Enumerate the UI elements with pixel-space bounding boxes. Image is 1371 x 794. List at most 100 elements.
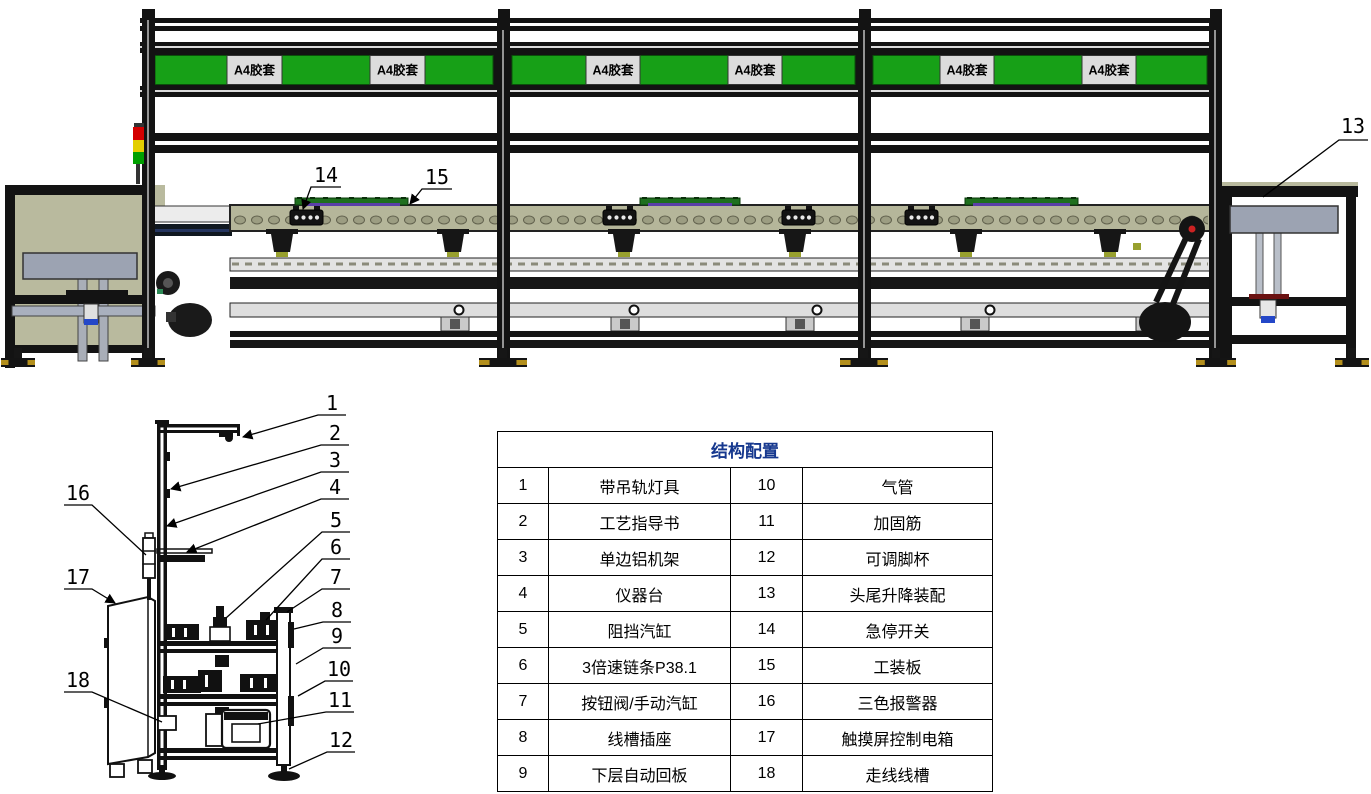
table-cell-description: 加固筋 [802, 503, 993, 540]
rail-mount-pad [795, 319, 805, 329]
instrument-table-bar [157, 555, 205, 562]
lamp-arm [160, 424, 240, 428]
infeed-rail [151, 205, 233, 223]
callout-leader-13 [1262, 139, 1368, 198]
conveyor-assembly [151, 197, 1211, 348]
leveling-foot [1, 358, 35, 367]
post-top-cap [155, 420, 169, 424]
leveling-foot [840, 358, 888, 367]
leveling-foot [1196, 358, 1236, 367]
foot-base [268, 771, 300, 781]
sign-label-panel [727, 55, 783, 85]
table-cell-number: 13 [730, 575, 803, 612]
stop-cylinder-tip [1104, 252, 1116, 257]
table-cell-number: 12 [730, 539, 803, 576]
button-dot [793, 215, 798, 220]
chain-block-slit [254, 625, 257, 635]
callout-number-3: 3 [329, 448, 341, 472]
foot-yellow-mark [27, 360, 35, 365]
callout-number-17: 17 [66, 565, 90, 589]
chain-block-slit [183, 680, 186, 689]
green-sign-panel [281, 55, 371, 85]
under-nub [215, 655, 229, 667]
sign-label-panel [585, 55, 641, 85]
lamp-arm [160, 430, 240, 433]
foot-yellow-mark [1196, 360, 1205, 365]
stop-cylinder-tip [789, 252, 801, 257]
sign-label-text: A4胶套 [377, 63, 418, 78]
callout-leader-2 [170, 444, 349, 492]
green-sign-panel [511, 55, 587, 85]
alarm-yellow-segment [133, 140, 144, 152]
level-bar [157, 641, 290, 646]
rail-mount-pad [620, 319, 630, 329]
cabinet-hinge [104, 638, 109, 648]
sign-label-text: A4胶套 [234, 63, 275, 78]
foot-stem [1348, 348, 1356, 359]
stop-cylinder-tip [447, 252, 459, 257]
foot-yellow-mark [516, 360, 527, 365]
table-cell-description: 阻挡汽缸 [548, 611, 731, 648]
foot-yellow-mark [1335, 360, 1343, 365]
stop-cylinder-tip [960, 252, 972, 257]
button-box-nub [606, 206, 612, 211]
left-station-cross-beam [12, 295, 143, 304]
tooling-plate-edge [303, 203, 400, 206]
callout-leader-11 [257, 711, 354, 725]
rail-mount-pad [970, 319, 980, 329]
button-dot [806, 215, 812, 220]
sign-label-text: A4胶套 [735, 63, 776, 78]
stop-cylinder [271, 234, 293, 252]
leveling-feet [1, 348, 1369, 367]
table-cell-number: 8 [497, 719, 549, 756]
callout-number-8: 8 [331, 598, 343, 622]
table-cell-description: 三色报警器 [802, 683, 993, 720]
chain-block-slit [171, 680, 174, 689]
foot-stem [144, 348, 152, 359]
rail-mounts [440, 316, 1165, 332]
callout-leader-7 [286, 588, 350, 613]
stop-cylinder [955, 234, 977, 252]
callout-leader-8 [293, 621, 351, 630]
callout-leader-18 [64, 691, 163, 723]
post-slot [147, 20, 149, 350]
button-dot [627, 215, 633, 220]
callout-number-4: 4 [329, 475, 341, 499]
table-cell-description: 线槽插座 [548, 719, 731, 756]
left-motor-shaft [166, 312, 176, 322]
table-cell-description: 触摸屏控制电箱 [802, 719, 993, 756]
callout-leader-16 [64, 504, 147, 556]
right-lift-station [1222, 182, 1358, 358]
lift-cylinder [1259, 299, 1277, 319]
foot-yellow-mark [131, 360, 139, 365]
rail-hole [628, 304, 640, 316]
foot-yellow-mark [1227, 360, 1236, 365]
cable-duct-cap [274, 607, 293, 613]
callout-number-13: 13 [1341, 114, 1365, 138]
level-bar [157, 702, 290, 706]
foot-stem [14, 348, 22, 359]
stop-cylinder [613, 234, 635, 252]
cabinet-foot [137, 759, 153, 774]
chain-pattern [232, 207, 1208, 229]
leveling-foot [131, 358, 165, 367]
stop-cylinder [442, 234, 464, 252]
hanging-lamp [219, 432, 233, 437]
table-cell-number: 18 [730, 755, 803, 792]
button-box-nub [908, 206, 914, 211]
callout-leader-9 [295, 647, 351, 665]
level-bar [157, 649, 290, 653]
belt [1170, 237, 1202, 306]
leveling-foot [1335, 358, 1369, 367]
table-cell-description: 单边铝机架 [548, 539, 731, 576]
cabinet-foot [109, 763, 125, 778]
alarm-green-segment [133, 152, 144, 164]
tricolor-alarm-light [133, 123, 144, 184]
estop-button-box [781, 209, 816, 226]
